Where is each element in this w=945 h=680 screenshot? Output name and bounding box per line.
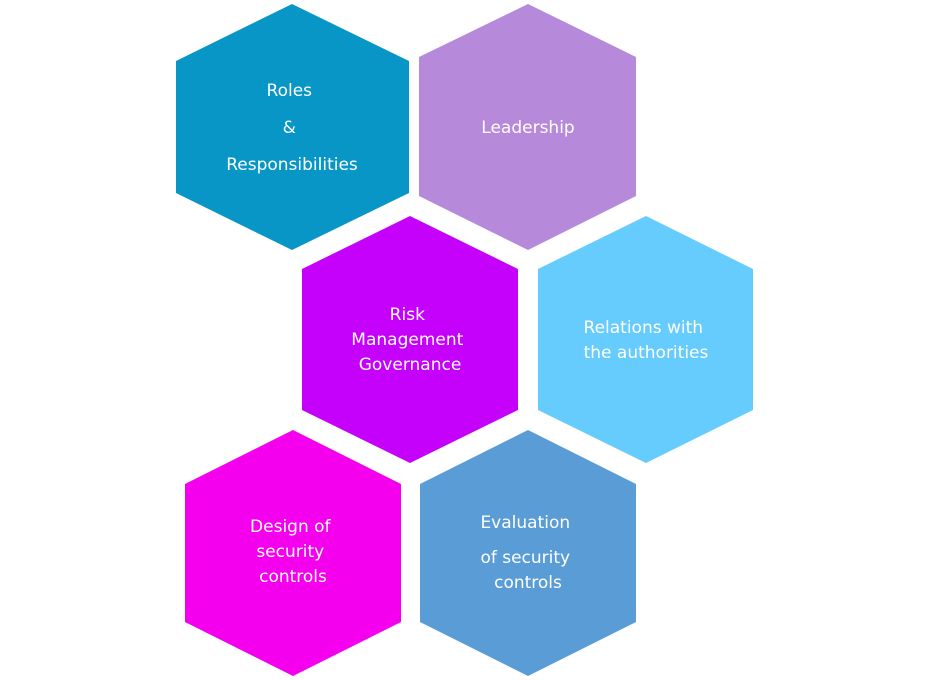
hexagon-risk-management-governance: Risk Management Governance [302,216,518,463]
hexagon-design-security-controls: Design of security controls [185,430,401,676]
hexagon-roles-responsibilities: Roles & Responsibilities [176,4,409,250]
hexagon-shape [185,430,401,676]
hexagon-shape [302,216,518,463]
hexagon-label: Design of security controls [250,517,336,587]
hexagon-label: Relations with the authorities [584,318,709,363]
hexagon-shape [419,4,636,250]
hexagon-evaluation-security-controls: Evaluation of security controls [420,430,636,676]
hexagon-label: Evaluation of security controls [480,513,575,593]
hexagon-shape [176,4,409,250]
hexagon-shape [420,430,636,676]
hexagon-label: Roles & Responsibilities [226,81,358,175]
hexagon-label: Leadership [481,118,574,138]
hexagon-leadership: Leadership [419,4,636,250]
hexagon-relations-authorities: Relations with the authorities [538,216,753,463]
hexagon-label: Risk Management Governance [351,305,468,375]
hexagon-shape [538,216,753,463]
